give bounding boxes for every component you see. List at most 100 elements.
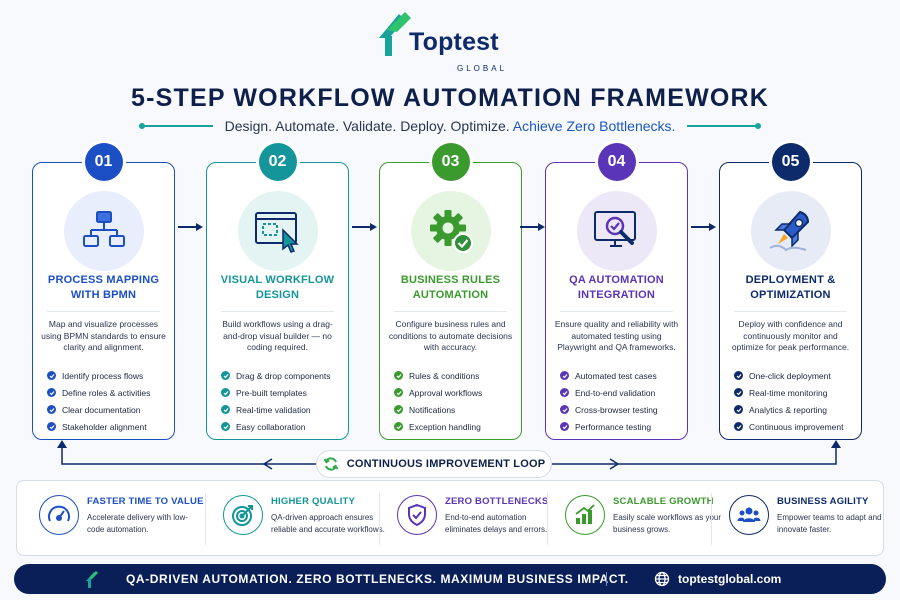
check-icon bbox=[47, 422, 56, 431]
benefit-item: HIGHER QUALITY QA-driven approach ensure… bbox=[213, 481, 385, 557]
speedometer-icon bbox=[39, 495, 79, 535]
bullet-text: Exception handling bbox=[409, 421, 481, 432]
tagline-rule-right bbox=[687, 123, 762, 129]
bullet-text: Drag & drop components bbox=[236, 370, 331, 381]
benefit-description: QA-driven approach ensures reliable and … bbox=[271, 513, 385, 534]
globe-icon bbox=[654, 571, 670, 587]
step-title-line1: QA AUTOMATION bbox=[569, 274, 664, 286]
team-icon bbox=[729, 495, 769, 535]
step-bullets: One-click deployment Real-time monitorin… bbox=[734, 367, 855, 435]
step-divider bbox=[394, 311, 507, 312]
benefit-description: Easily scale workflows as your business … bbox=[613, 513, 722, 534]
continuous-improvement-loop: CONTINUOUS IMPROVEMENT LOOP bbox=[316, 450, 552, 478]
visual-builder-icon bbox=[237, 191, 318, 271]
step-title-line2: INTEGRATION bbox=[577, 289, 656, 301]
benefit-title: SCALABLE GROWTH bbox=[613, 496, 714, 507]
check-icon bbox=[47, 371, 56, 380]
step-title-line2: AUTOMATION bbox=[412, 289, 489, 301]
benefits-panel: FASTER TIME TO VALUE Accelerate delivery… bbox=[16, 480, 884, 556]
check-icon bbox=[221, 388, 230, 397]
benefit-item: BUSINESS AGILITY Empower teams to adapt … bbox=[719, 481, 883, 557]
step-title-line1: VISUAL WORKFLOW bbox=[220, 274, 335, 286]
growth-chart-icon bbox=[565, 495, 605, 535]
bullet-text: Real-time monitoring bbox=[749, 387, 828, 398]
step-title: QA AUTOMATION INTEGRATION bbox=[550, 273, 683, 303]
bullet-text: Identify process flows bbox=[62, 370, 144, 381]
bullet-item: Identify process flows bbox=[47, 367, 168, 384]
benefit-item: FASTER TIME TO VALUE Accelerate delivery… bbox=[29, 481, 203, 557]
bullet-text: Real-time validation bbox=[236, 404, 311, 415]
bullet-item: Performance testing bbox=[560, 418, 681, 435]
tagline-main: Design. Automate. Validate. Deploy. Opti… bbox=[224, 118, 510, 134]
check-icon bbox=[734, 422, 743, 431]
tagline-row: Design. Automate. Validate. Deploy. Opti… bbox=[0, 118, 900, 134]
bullet-item: Cross-browser testing bbox=[560, 401, 681, 418]
bullet-text: Stakeholder alignment bbox=[62, 421, 147, 432]
brand-name: Toptest bbox=[409, 28, 499, 56]
bullet-text: End-to-end validation bbox=[575, 387, 656, 398]
bullet-text: Pre-built templates bbox=[236, 387, 307, 398]
page-title: 5-STEP WORKFLOW AUTOMATION FRAMEWORK bbox=[130, 84, 770, 112]
check-icon bbox=[560, 388, 569, 397]
rocket-icon bbox=[750, 191, 831, 271]
step-number: 04 bbox=[597, 143, 636, 181]
step-title-line1: BUSINESS RULES bbox=[400, 274, 501, 286]
step-number: 05 bbox=[771, 143, 810, 181]
benefit-divider bbox=[547, 493, 548, 545]
toptest-logo-icon bbox=[379, 12, 411, 56]
refresh-cycle-icon bbox=[323, 457, 339, 471]
arrow-right-icon bbox=[691, 223, 716, 231]
benefit-divider bbox=[379, 493, 380, 545]
step-description: Build workflows using a drag-and-drop vi… bbox=[222, 319, 333, 352]
step-card-4[interactable]: 04 QA AUTOMATION INTEGRATION Ensure qual… bbox=[545, 143, 688, 440]
footer-slogan: QA-DRIVEN AUTOMATION. ZERO BOTTLENECKS. … bbox=[126, 572, 629, 586]
step-description: Ensure quality and reliability with auto… bbox=[554, 319, 679, 352]
bullet-text: One-click deployment bbox=[749, 370, 831, 381]
step-card-3[interactable]: 03 BUSINESS RULES AUT bbox=[379, 143, 522, 440]
benefit-description: Empower teams to adapt and innovate fast… bbox=[777, 513, 882, 534]
step-title: PROCESS MAPPING WITH BPMN bbox=[37, 273, 170, 303]
tagline: Design. Automate. Validate. Deploy. Opti… bbox=[225, 118, 676, 134]
bullet-text: Automated test cases bbox=[575, 370, 657, 381]
check-icon bbox=[47, 388, 56, 397]
loop-label: CONTINUOUS IMPROVEMENT LOOP bbox=[346, 458, 546, 470]
benefit-title: ZERO BOTTLENECKS bbox=[445, 496, 549, 507]
step-divider bbox=[560, 311, 673, 312]
gear-check-icon bbox=[410, 191, 491, 271]
check-icon bbox=[221, 422, 230, 431]
footer-divider bbox=[606, 572, 607, 586]
step-divider bbox=[47, 311, 160, 312]
step-card-5[interactable]: 05 DEPLOYMENT & OPTIMIZATION Deploy with… bbox=[719, 143, 862, 440]
bullet-item: End-to-end validation bbox=[560, 384, 681, 401]
bullet-text: Approval workflows bbox=[409, 387, 483, 398]
bullet-item: Stakeholder alignment bbox=[47, 418, 168, 435]
step-card-1[interactable]: 01 PROCESS MAPPING WITH BPMN Map and vis… bbox=[32, 143, 175, 440]
bullet-item: Notifications bbox=[394, 401, 515, 418]
check-icon bbox=[394, 371, 403, 380]
check-icon bbox=[394, 388, 403, 397]
step-title-line1: PROCESS MAPPING bbox=[47, 274, 160, 286]
step-number: 01 bbox=[84, 143, 123, 181]
benefit-divider bbox=[205, 493, 206, 545]
step-card-2[interactable]: 02 VISUAL WORKFLOW DESIGN Build workflow… bbox=[206, 143, 349, 440]
bullet-text: Performance testing bbox=[575, 421, 652, 432]
step-bullets: Identify process flows Define roles & ac… bbox=[47, 367, 168, 435]
brand-header: Toptest GLOBAL bbox=[0, 6, 900, 73]
step-number: 02 bbox=[258, 143, 297, 181]
toptest-logo-icon bbox=[86, 571, 98, 588]
step-description: Configure business rules and conditions … bbox=[388, 319, 513, 352]
bullet-item: Real-time validation bbox=[221, 401, 342, 418]
brand-logo[interactable]: Toptest GLOBAL bbox=[375, 6, 525, 73]
bullet-item: One-click deployment bbox=[734, 367, 855, 384]
bullet-item: Analytics & reporting bbox=[734, 401, 855, 418]
bullet-text: Notifications bbox=[409, 404, 456, 415]
check-icon bbox=[221, 371, 230, 380]
bullet-item: Rules & conditions bbox=[394, 367, 515, 384]
arrow-right-icon bbox=[520, 223, 545, 231]
check-icon bbox=[560, 422, 569, 431]
step-bullets: Rules & conditions Approval workflows No… bbox=[394, 367, 515, 435]
bullet-item: Approval workflows bbox=[394, 384, 515, 401]
step-bullets: Automated test cases End-to-end validati… bbox=[560, 367, 681, 435]
footer-website-link[interactable]: toptestglobal.com bbox=[678, 572, 782, 586]
bullet-item: Define roles & activities bbox=[47, 384, 168, 401]
